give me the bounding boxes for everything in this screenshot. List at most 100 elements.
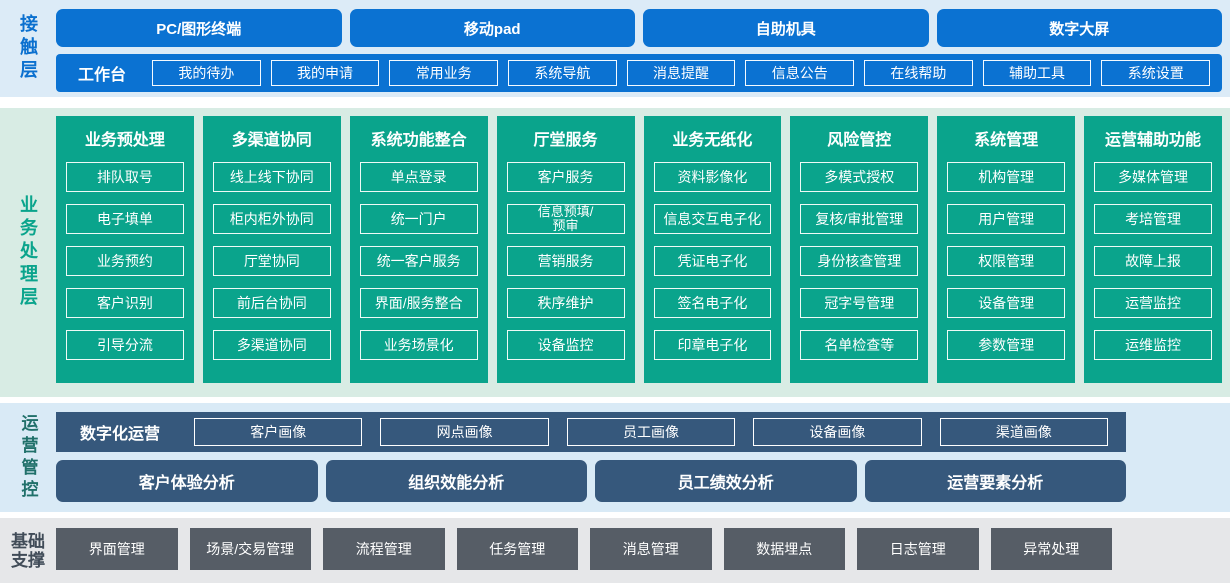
column-item: 引导分流 [66,330,184,360]
channel-mobile-pad: 移动pad [349,9,635,47]
column-item: 运营监控 [1094,288,1212,318]
column-item: 权限管理 [947,246,1066,276]
portrait-item-channel: 渠道画像 [939,418,1109,446]
digital-operation-bar: 数字化运营 客户画像 网点画像 员工画像 设备画像 渠道画像 [56,412,1126,452]
column-item: 信息交互电子化 [653,204,772,234]
column-item: 界面/服务整合 [359,288,478,318]
analysis-employee-performance: 员工绩效分析 [595,460,857,502]
business-column-operation-auxiliary: 运营辅助功能 多媒体管理 考培管理 故障上报 运营监控 运维监控 [1084,116,1222,383]
column-item: 秩序维护 [506,288,625,318]
workbench-item-system-settings: 系统设置 [1101,60,1211,86]
column-item: 前后台协同 [212,288,331,318]
operations-label: 运营管控 [18,413,38,502]
contact-layer-gutter: 接触层 [0,0,56,97]
foundation-item-log-management: 日志管理 [857,528,979,570]
business-column-risk-control: 风险管控 多模式授权 复核/审批管理 身份核查管理 冠字号管理 名单检查等 [790,116,929,383]
workbench-item-message-reminder: 消息提醒 [626,60,736,86]
column-title: 业务无纸化 [672,132,753,149]
column-item: 资料影像化 [653,162,772,192]
operations-content: 数字化运营 客户画像 网点画像 员工画像 设备画像 渠道画像 客户体验分析 组织… [56,403,1230,512]
column-item: 复核/审批管理 [800,204,919,234]
foundation-item-process-management: 流程管理 [323,528,445,570]
contact-layer-content: PC/图形终端 移动pad 自助机具 数字大屏 工作台 我的待办 我的申请 常用… [56,0,1230,97]
workbench-item-todo: 我的待办 [152,60,261,86]
column-title: 系统功能整合 [370,132,467,149]
column-item: 排队取号 [66,162,184,192]
channel-digital-big-screen: 数字大屏 [936,9,1222,47]
column-item: 单点登录 [359,162,478,192]
column-item: 设备监控 [506,330,625,360]
analysis-customer-experience: 客户体验分析 [56,460,318,502]
analysis-row: 客户体验分析 组织效能分析 员工绩效分析 运营要素分析 [56,460,1126,502]
channel-row: PC/图形终端 移动pad 自助机具 数字大屏 [56,9,1222,47]
column-title: 风险管控 [827,132,892,149]
column-item: 营销服务 [506,246,625,276]
column-title: 厅堂服务 [533,132,598,149]
column-item: 客户服务 [506,162,625,192]
channel-pc-terminal: PC/图形终端 [56,9,342,47]
workbench-item-info-announcement: 信息公告 [745,60,855,86]
column-item: 印章电子化 [653,330,772,360]
portrait-item-device: 设备画像 [753,418,922,446]
column-item: 运维监控 [1094,330,1212,360]
column-item: 冠字号管理 [800,288,919,318]
workbench-item-common-business: 常用业务 [389,60,499,86]
section-operations-control: 运营管控 数字化运营 客户画像 网点画像 员工画像 设备画像 渠道画像 客户体验… [0,403,1230,512]
foundation-label: 基础支撑 [11,531,45,570]
business-column-system-management: 系统管理 机构管理 用户管理 权限管理 设备管理 参数管理 [937,116,1076,383]
foundation-content: 界面管理 场景/交易管理 流程管理 任务管理 消息管理 数据埋点 日志管理 异常… [56,518,1230,583]
column-item: 凭证电子化 [653,246,772,276]
column-item: 电子填单 [66,204,184,234]
column-item: 设备管理 [947,288,1066,318]
column-item-text: 信息预填/预审 [537,204,594,233]
column-item: 故障上报 [1094,246,1212,276]
column-title: 运营辅助功能 [1105,132,1202,149]
column-item: 柜内柜外协同 [212,204,331,234]
workbench-bar: 工作台 我的待办 我的申请 常用业务 系统导航 消息提醒 信息公告 在线帮助 辅… [56,54,1222,92]
column-item: 统一客户服务 [359,246,478,276]
column-item: 多媒体管理 [1094,162,1212,192]
column-item: 多模式授权 [800,162,919,192]
column-item: 参数管理 [947,330,1066,360]
column-item: 机构管理 [947,162,1066,192]
contact-layer-label: 接触层 [18,14,38,83]
portrait-item-customer: 客户画像 [194,418,363,446]
column-item: 用户管理 [947,204,1066,234]
column-item: 客户识别 [66,288,184,318]
foundation-item-exception-handling: 异常处理 [990,528,1112,570]
business-column-system-integration: 系统功能整合 单点登录 统一门户 统一客户服务 界面/服务整合 业务场景化 [349,116,488,383]
foundation-row: 界面管理 场景/交易管理 流程管理 任务管理 消息管理 数据埋点 日志管理 异常… [56,528,1112,570]
column-item: 统一门户 [359,204,478,234]
business-column-preprocessing: 业务预处理 排队取号 电子填单 业务预约 客户识别 引导分流 [56,116,194,383]
column-item: 名单检查等 [800,330,919,360]
portrait-item-employee: 员工画像 [566,418,736,446]
business-columns: 业务预处理 排队取号 电子填单 业务预约 客户识别 引导分流 多渠道协同 线上线… [56,116,1222,383]
section-business-processing-layer: 业务处理层 业务预处理 排队取号 电子填单 业务预约 客户识别 引导分流 多渠道… [0,108,1230,397]
business-column-lobby-service: 厅堂服务 客户服务 信息预填/预审 营销服务 秩序维护 设备监控 [496,116,635,383]
workbench-item-auxiliary-tools: 辅助工具 [982,60,1092,86]
workbench-label: 工作台 [78,67,127,84]
digital-operation-label: 数字化运营 [80,426,161,443]
foundation-item-message-management: 消息管理 [590,528,712,570]
column-item: 业务场景化 [359,330,478,360]
column-item: 业务预约 [66,246,184,276]
portrait-item-branch: 网点画像 [380,418,549,446]
column-title: 多渠道协同 [231,132,312,149]
analysis-organization-efficiency: 组织效能分析 [325,460,587,502]
workbench-item-my-applications: 我的申请 [270,60,380,86]
business-layer-gutter: 业务处理层 [0,108,56,397]
section-foundation-support: 基础支撑 界面管理 场景/交易管理 流程管理 任务管理 消息管理 数据埋点 日志… [0,518,1230,583]
workbench-item-online-help: 在线帮助 [864,60,973,86]
foundation-item-ui-management: 界面管理 [56,528,178,570]
section-contact-layer: 接触层 PC/图形终端 移动pad 自助机具 数字大屏 工作台 我的待办 我的申… [0,0,1230,97]
business-column-paperless: 业务无纸化 资料影像化 信息交互电子化 凭证电子化 签名电子化 印章电子化 [643,116,782,383]
operations-gutter: 运营管控 [0,403,56,512]
column-item: 身份核查管理 [800,246,919,276]
column-item: 信息预填/预审 [506,204,625,234]
column-item: 考培管理 [1094,204,1212,234]
column-item: 厅堂协同 [212,246,331,276]
column-item: 线上线下协同 [212,162,331,192]
column-item: 多渠道协同 [212,330,331,360]
workbench-item-system-navigation: 系统导航 [508,60,617,86]
column-title: 业务预处理 [84,132,165,149]
